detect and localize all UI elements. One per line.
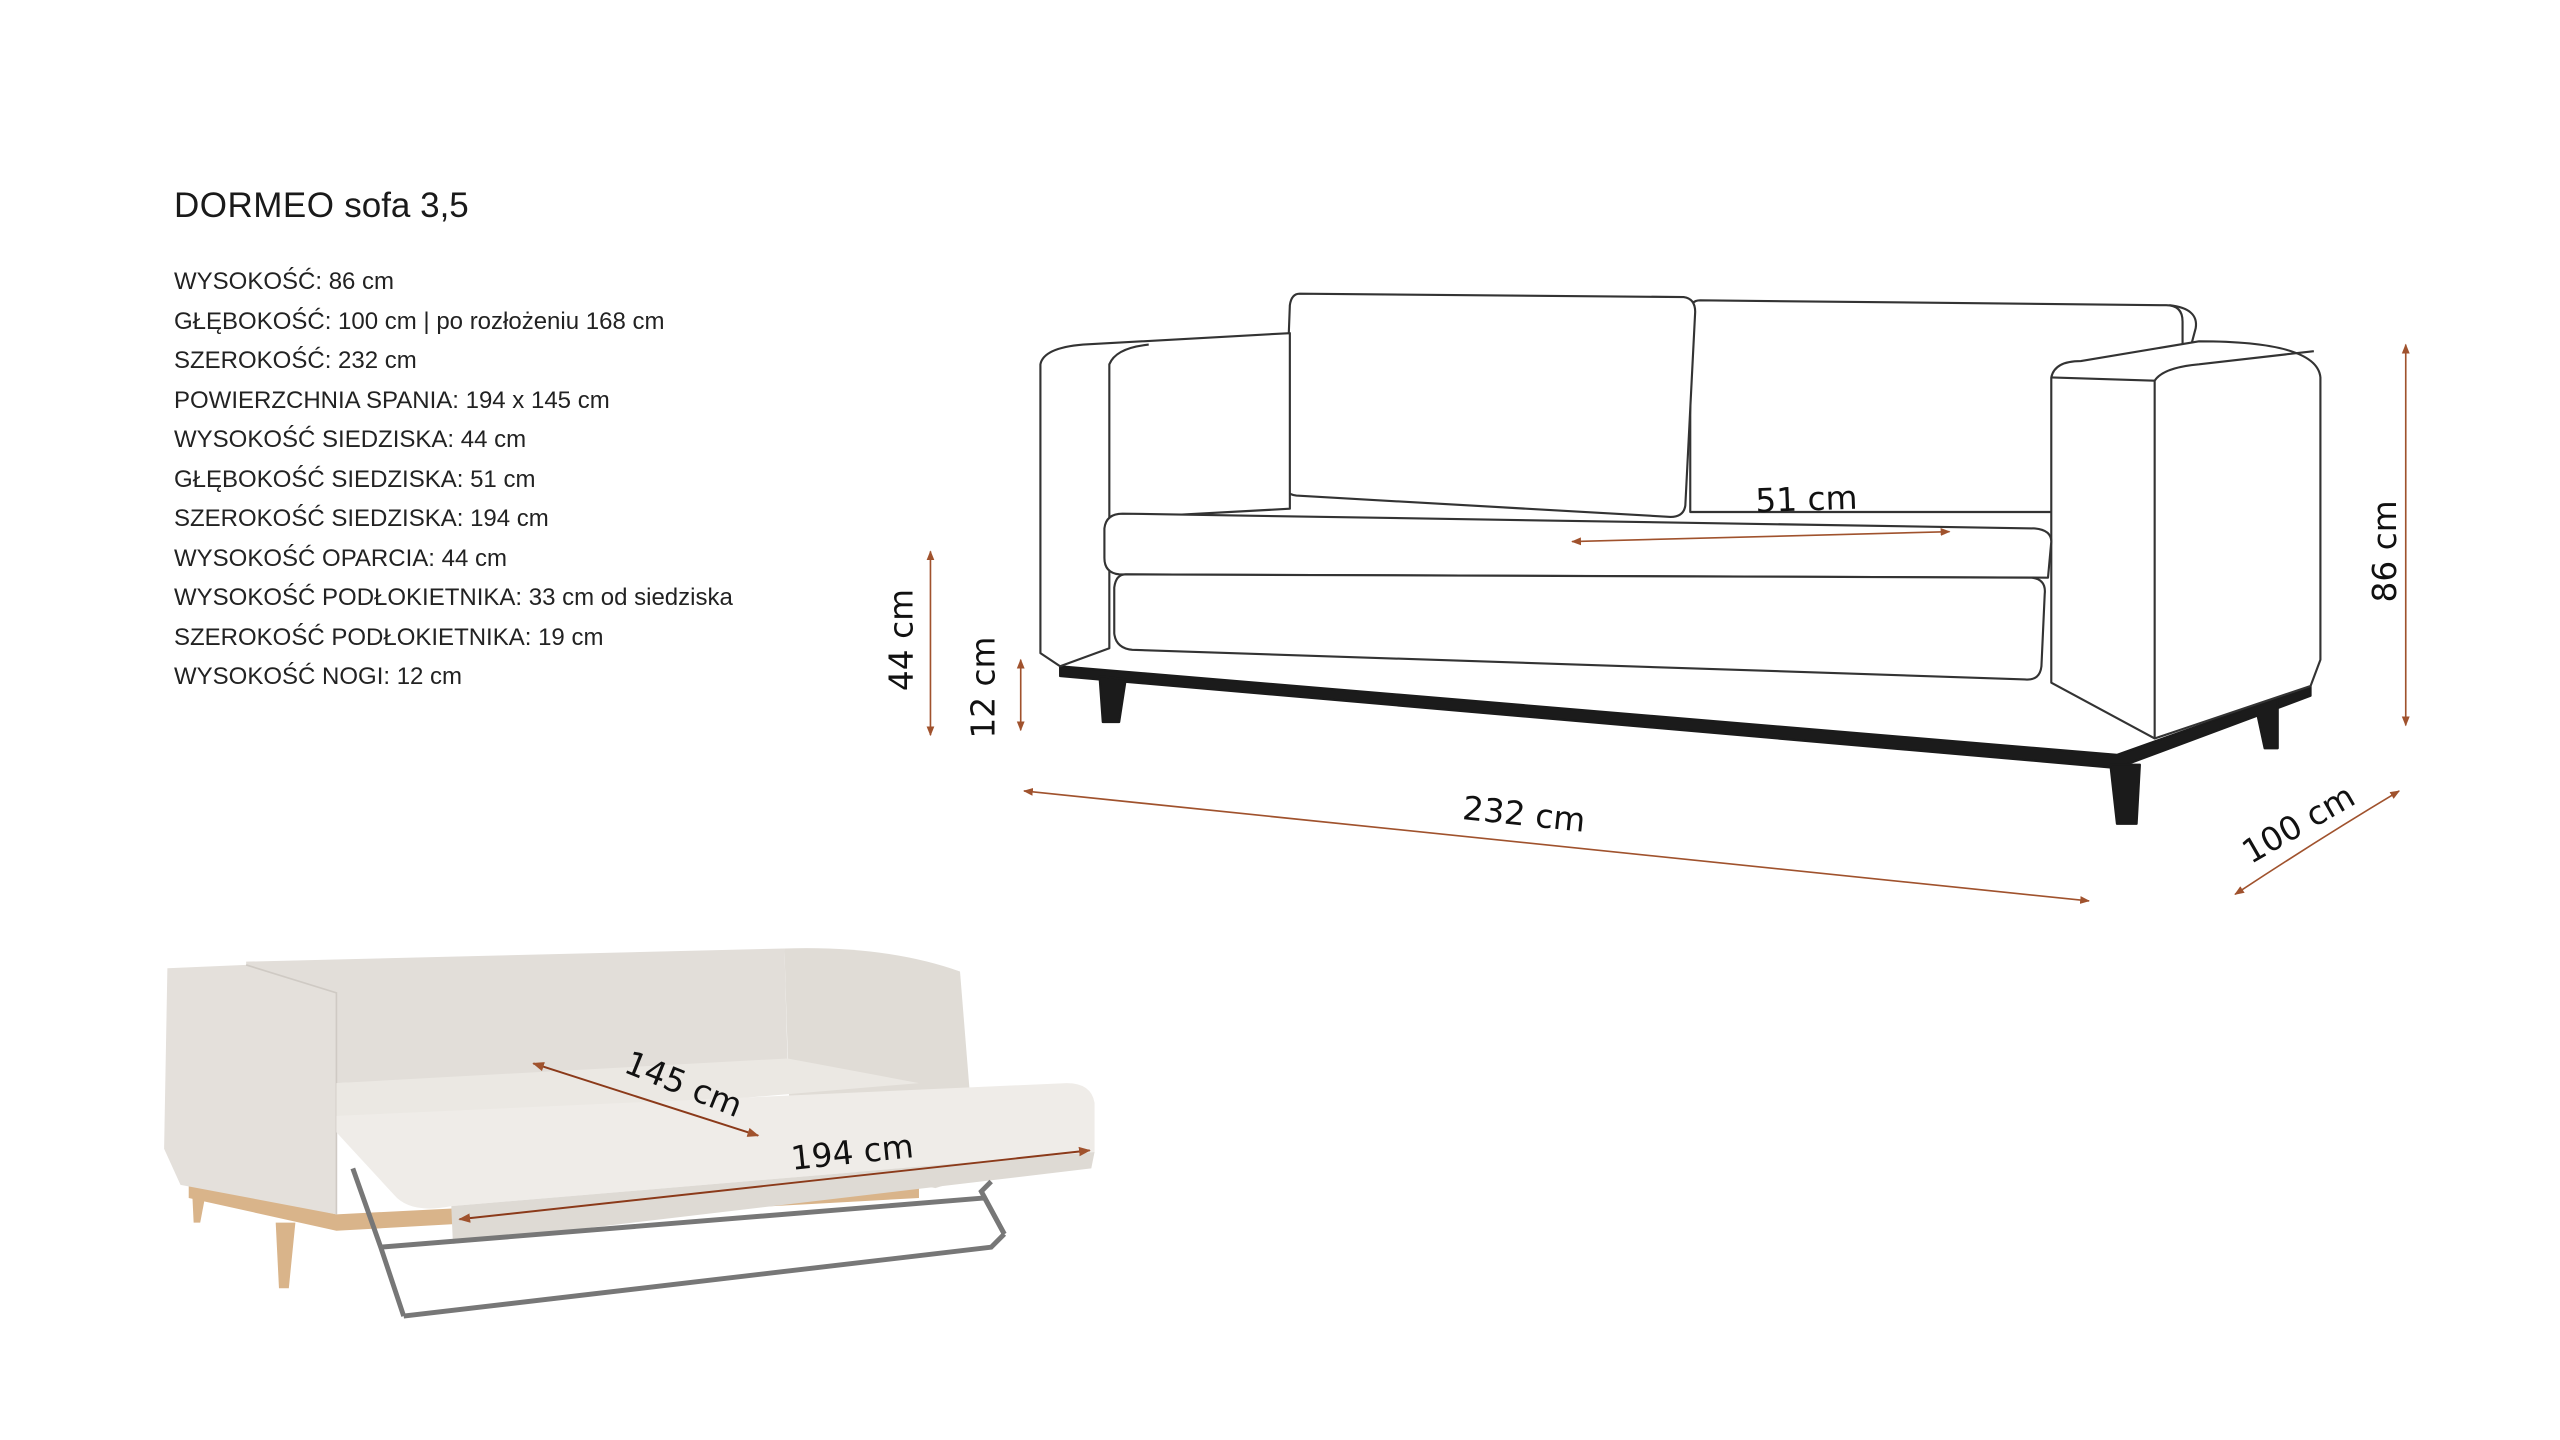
brand-name: DORMEO — [174, 186, 335, 225]
seat-cushion-top — [1103, 512, 2053, 579]
seat-depth-arrow — [1571, 527, 1951, 546]
right-arm — [2050, 340, 2322, 740]
depth-label: 100 cm — [2236, 777, 2362, 871]
spec-item: GŁĘBOKOŚĆ: 100 cm | po rozłożeniu 168 cm — [174, 307, 665, 335]
spec-item: WYSOKOŚĆ OPARCIA: 44 cm — [174, 544, 507, 572]
spec-item: WYSOKOŚĆ SIEDZISKA: 44 cm — [174, 426, 527, 453]
width-label: 232 cm — [1461, 789, 1587, 840]
spec-item: WYSOKOŚĆ NOGI: 12 cm — [174, 663, 463, 690]
spec-list: WYSOKOŚĆ: 86 cm GŁĘBOKOŚĆ: 100 cm | po r… — [174, 262, 733, 697]
spec-item: SZEROKOŚĆ: 232 cm — [174, 347, 417, 374]
back-cushion-left — [1282, 292, 1697, 518]
spec-item: POWIERZCHNIA SPANIA: 194 x 145 cm — [174, 386, 610, 414]
product-title: DORMEO sofa 3,5 — [174, 186, 469, 226]
sofa-bed-back — [246, 948, 788, 1084]
model-name: sofa 3,5 — [344, 186, 469, 225]
leg-back-right — [2253, 698, 2279, 750]
sofa-line-drawing — [1039, 292, 2322, 825]
leg-wood-front — [275, 1222, 296, 1289]
spec-item: WYSOKOŚĆ PODŁOKIETNIKA: 33 cm od siedzis… — [174, 584, 733, 611]
spec-item: WYSOKOŚĆ: 86 cm — [174, 268, 395, 295]
seat-cushion-front — [1113, 573, 2046, 681]
leg-front-left — [1098, 675, 1127, 724]
sleep-depth-arrow — [532, 1062, 760, 1137]
spec-item: SZEROKOŚĆ PODŁOKIETNIKA: 19 cm — [174, 623, 604, 651]
dimension-arrows — [926, 343, 2410, 904]
spec-item: SZEROKOŚĆ SIEDZISKA: 194 cm — [174, 505, 549, 532]
sofa-bed-illustration: 145 cm 194 cm — [164, 948, 1095, 1319]
seat-height-label: 44 cm — [882, 589, 920, 691]
sleep-width-arrow — [458, 1146, 1091, 1223]
depth-arrow — [2234, 790, 2401, 896]
width-arrow — [1023, 787, 2091, 904]
seat-depth-label: 51 cm — [1755, 479, 1858, 521]
leg-front-right — [2109, 763, 2141, 825]
left-arm — [1039, 332, 1291, 668]
spec-item: GŁĘBOKOŚĆ SIEDZISKA: 51 cm — [174, 465, 536, 493]
height-label: 86 cm — [2366, 500, 2404, 602]
leg-wood-left — [192, 1188, 207, 1223]
sofa-base — [1059, 665, 2312, 770]
leg-height-label: 12 cm — [964, 636, 1002, 738]
sofa-bed-left-arm — [164, 964, 337, 1215]
